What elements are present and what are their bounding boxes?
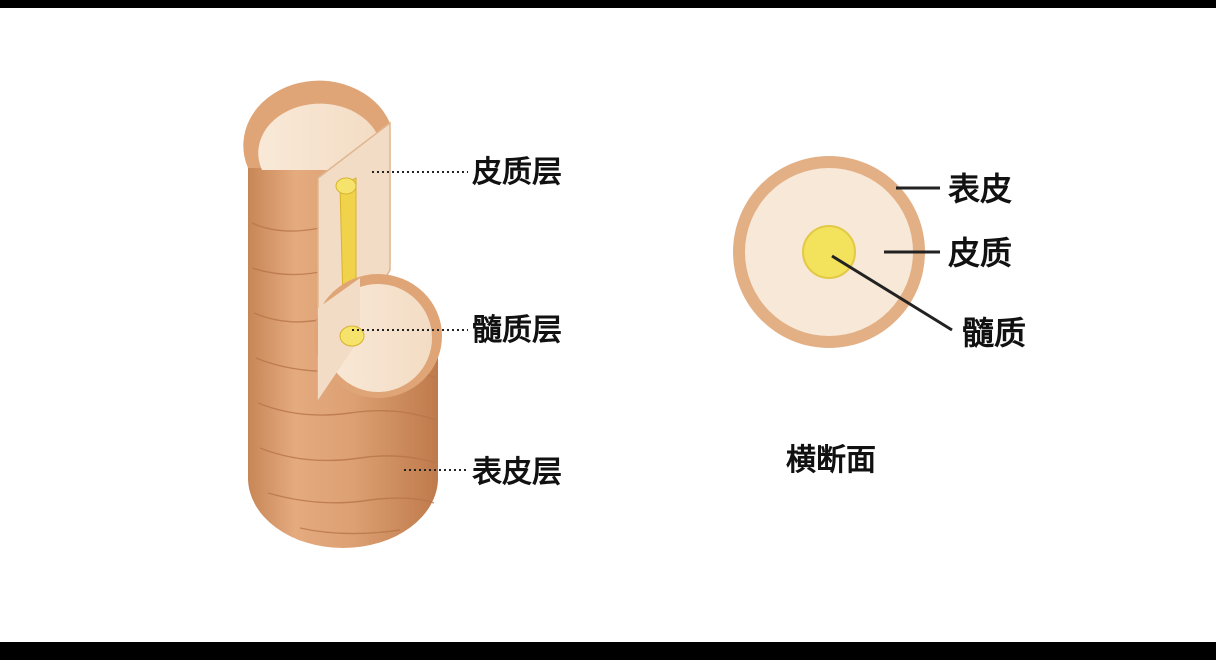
leader-cross-medulla (831, 254, 953, 332)
hair-structure-diagram: 皮质层 髓质层 表皮层 表皮 皮质 髓质 横断面 (243, 80, 1026, 548)
label-cross-medulla: 髓质 (962, 314, 1026, 352)
cross-section-illustration (733, 156, 925, 348)
diagram-canvas: 皮质层 髓质层 表皮层 表皮 皮质 髓质 横断面 (0, 8, 1216, 642)
label-medulla-layer: 髓质层 (472, 313, 562, 348)
label-cuticle-layer: 表皮层 (472, 455, 562, 490)
caption-cross-section: 横断面 (786, 443, 876, 478)
cross-medulla-core (802, 225, 856, 279)
label-cross-cortex: 皮质 (948, 234, 1012, 272)
medulla-top-dot (335, 177, 357, 195)
label-cortex-layer: 皮质层 (472, 155, 562, 190)
cut-face-lower (318, 278, 360, 400)
hair-cutaway-illustration (243, 80, 442, 548)
label-cross-cuticle: 表皮 (948, 170, 1012, 208)
